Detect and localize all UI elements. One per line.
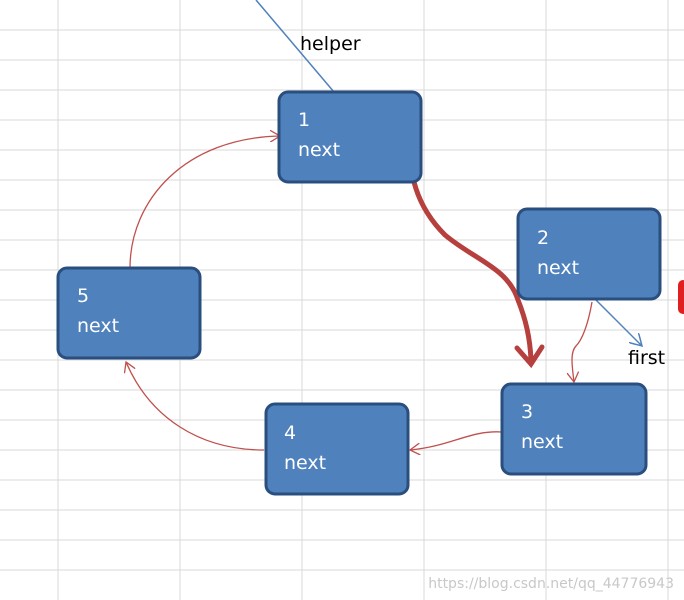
link-arrow-5-to-1: [129, 136, 280, 269]
link-arrow-4-to-5: [126, 362, 265, 451]
partial-red-shape: [678, 280, 684, 314]
node-5-next-label: next: [77, 315, 119, 337]
node-3-value: 3: [521, 401, 533, 423]
node-3: 3 next: [500, 382, 648, 476]
helper-label: helper: [300, 33, 361, 55]
node-2: 2 next: [516, 207, 662, 301]
node-4-next-label: next: [284, 452, 326, 474]
node-2-value: 2: [537, 227, 549, 249]
node-3-next-label: next: [521, 431, 563, 453]
watermark: https://blog.csdn.net/qq_44776943: [428, 576, 674, 592]
node-1: 1 next: [277, 90, 423, 184]
helper-pointer-line: [255, 0, 335, 93]
first-label: first: [628, 347, 665, 369]
node-1-value: 1: [298, 109, 310, 131]
node-1-next-label: next: [298, 139, 340, 161]
node-5: 5 next: [56, 266, 202, 360]
node-2-next-label: next: [537, 257, 579, 279]
first-pointer-arrow: [593, 297, 642, 346]
node-5-value: 5: [77, 285, 89, 307]
node-4-value: 4: [284, 422, 296, 444]
move-arrowhead: [514, 344, 545, 369]
move-arrow-1-to-3: [404, 129, 534, 363]
link-arrow-2-to-3: [572, 301, 593, 382]
node-4: 4 next: [264, 402, 410, 496]
link-arrow-3-to-4: [410, 431, 503, 450]
